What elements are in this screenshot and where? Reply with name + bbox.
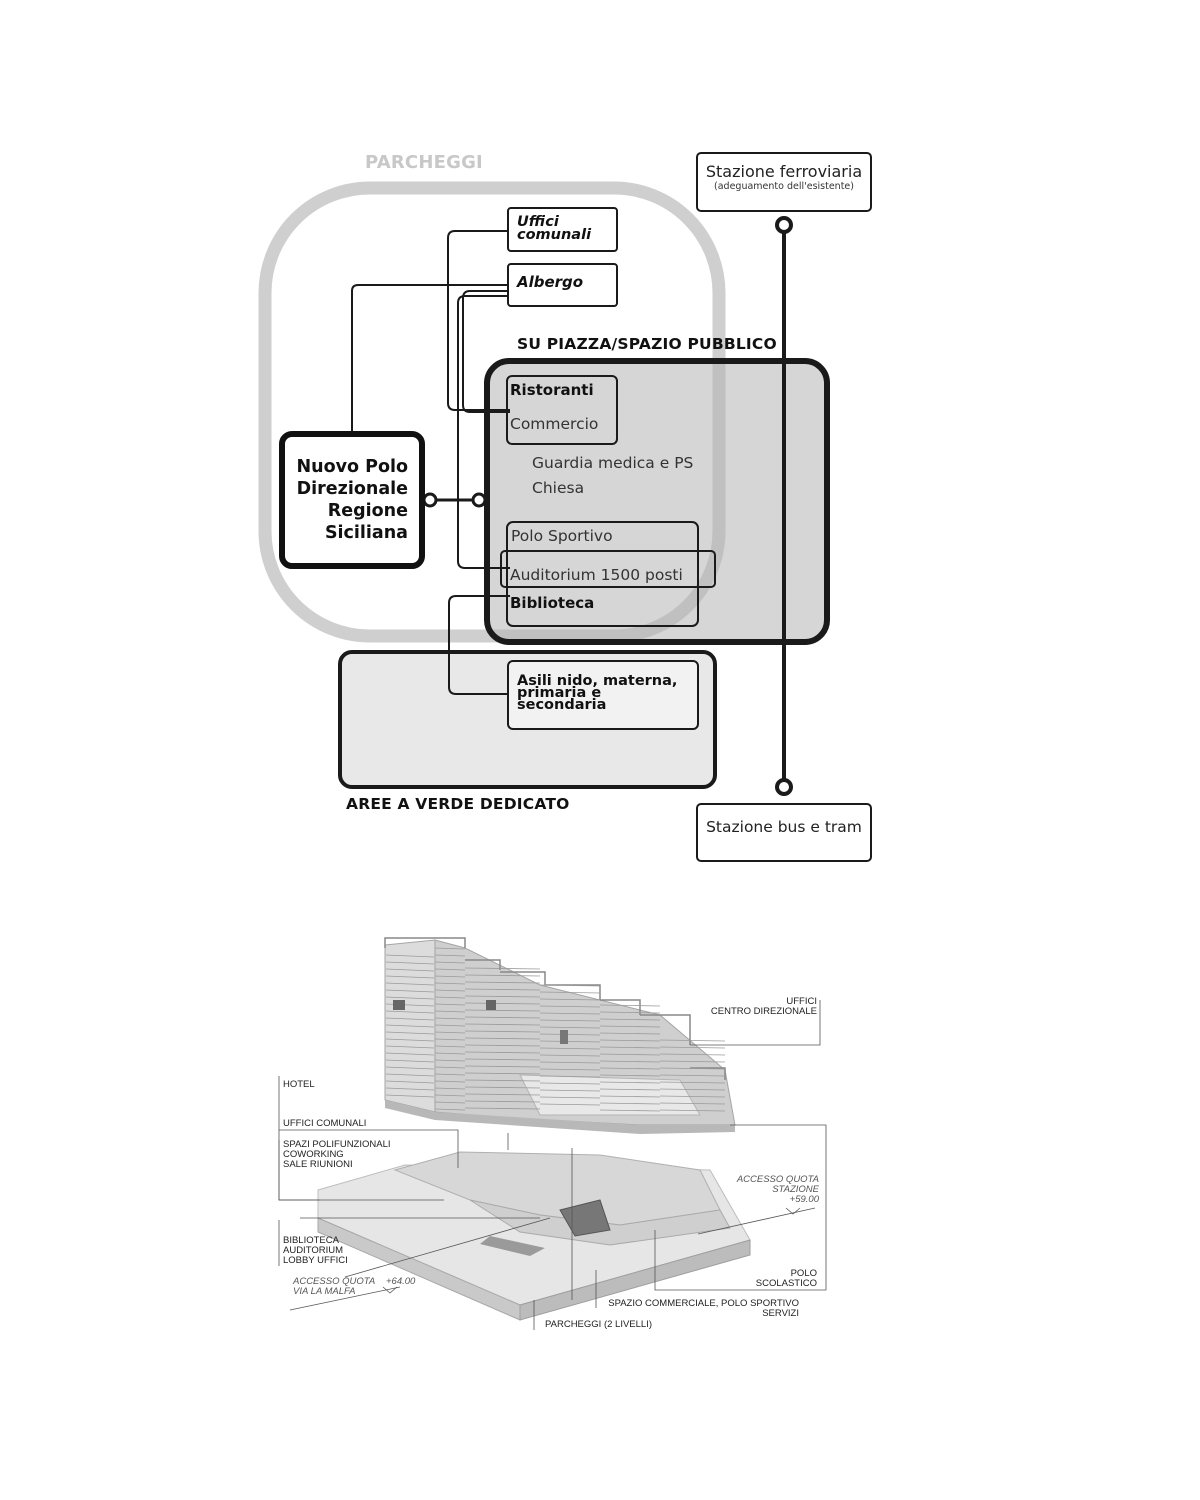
main-box-line-2: Direzionale [296, 479, 408, 499]
asili-line-2: primaria e [517, 685, 602, 701]
building-illustration [317, 937, 751, 1321]
stazione-bus-box [696, 803, 872, 862]
leader-lines [278, 1000, 827, 1330]
spazi-label: SPAZI POLIFUNZIONALI COWORKING SALE RIUN… [283, 1139, 391, 1170]
guardia-label: Guardia medica e PS [532, 454, 694, 472]
albergo-label: Albergo [517, 273, 584, 291]
asili-line-1: Asili nido, materna, [517, 673, 678, 689]
stazione-ferroviaria-box [696, 152, 872, 212]
ristoranti-commercio-box [506, 375, 618, 445]
uffici-centro-label: UFFICI CENTRO DIREZIONALE [710, 996, 817, 1017]
accesso-stazione-label: ACCESSO QUOTA STAZIONE +59.00 [736, 1174, 819, 1205]
albergo-box [507, 263, 618, 307]
connector-nodes [422, 216, 793, 796]
polo-sportivo-box [506, 521, 699, 627]
stazione-ferroviaria-note: (adeguamento dell'esistente) [714, 181, 854, 192]
polo-scolastico-label: POLO SCOLASTICO [755, 1268, 817, 1289]
uffici-comunali-line-1: Uffici [517, 214, 559, 230]
main-box-label: Nuovo Polo Direzionale Regione Siciliana [284, 456, 408, 544]
main-box [279, 431, 425, 569]
asili-label: Asili nido, materna, primaria e secondar… [517, 673, 678, 713]
uffici-comunali-box [507, 207, 618, 252]
piazza-zone [484, 358, 830, 645]
parcheggi-label: PARCHEGGI [365, 152, 483, 173]
piazza-label: SU PIAZZA/SPAZIO PUBBLICO [517, 335, 777, 353]
uffici-comunali-line-2: comunali [517, 227, 592, 243]
floor-lines [385, 947, 726, 1112]
parcheggi-axo-label: PARCHEGGI (2 LIVELLI) [545, 1319, 652, 1330]
commercio-label: Commercio [510, 415, 599, 433]
stazione-bus-label: Stazione bus e tram [706, 818, 862, 836]
main-box-line-3: Regione [327, 501, 408, 521]
biblioteca-label: Biblioteca [510, 594, 595, 612]
uffici-comunali-axo-label: UFFICI COMUNALI [283, 1118, 367, 1129]
auditorium-label: Auditorium 1500 posti [510, 566, 683, 584]
accesso-malfa-label: ACCESSO QUOTA VIA LA MALFA [293, 1276, 376, 1297]
polo-sportivo-label: Polo Sportivo [511, 527, 613, 545]
quota-malfa-label: +64.00 [386, 1276, 416, 1287]
asili-box [507, 660, 699, 730]
asili-line-3: secondaria [517, 697, 607, 713]
connector-lines [351, 225, 786, 787]
stazione-ferroviaria-label: Stazione ferroviaria [705, 162, 863, 181]
spazio-commerciale-label: SPAZIO COMMERCIALE, POLO SPORTIVO SERVIZ… [608, 1298, 799, 1319]
chiesa-label: Chiesa [532, 479, 585, 497]
hotel-label: HOTEL [283, 1079, 315, 1090]
verde-label: AREE A VERDE DEDICATO [346, 795, 570, 813]
biblioteca-axo-label: BIBLIOTECA AUDITORIUM LOBBY UFFICI [283, 1235, 348, 1266]
uffici-comunali-label: Uffici comunali [517, 214, 592, 243]
ristoranti-label: Ristoranti [510, 381, 594, 399]
main-box-line-4: Siciliana [324, 523, 408, 543]
auditorium-box [500, 550, 716, 588]
main-box-line-1: Nuovo Polo [296, 457, 408, 477]
